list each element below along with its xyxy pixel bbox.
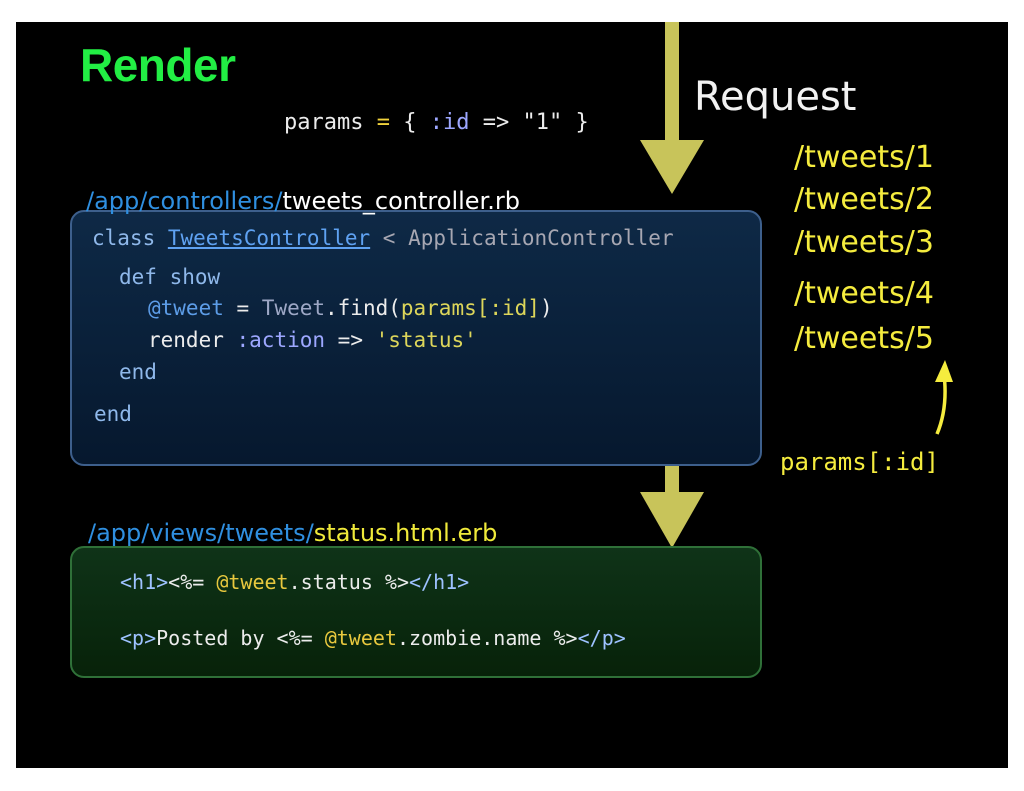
code-class-name: TweetsController <box>167 226 371 250</box>
up-arrow-icon <box>935 373 947 435</box>
code-line-end-class: end <box>94 402 132 426</box>
slide-title: Render <box>80 39 236 91</box>
slide: Render params = { :id => "1" } Request /… <box>16 22 1008 768</box>
controller-file-name: tweets_controller.rb <box>282 187 520 215</box>
erb-close: %> <box>384 570 410 594</box>
request-arrows <box>640 22 953 548</box>
code-call: .zombie.name <box>396 626 554 650</box>
erb-open: <%= <box>276 626 325 650</box>
route-item: /tweets/3 <box>794 225 934 260</box>
code-render: render <box>148 328 237 352</box>
code-ivar: @tweet <box>216 570 289 594</box>
code-operator: = <box>223 296 262 320</box>
route-item: /tweets/1 <box>794 140 934 175</box>
up-arrow-head <box>935 360 953 382</box>
route-item: /tweets/2 <box>794 182 934 217</box>
code-ivar: @tweet <box>324 626 397 650</box>
code-line-render: render :action => 'status' <box>148 328 477 352</box>
code-line-end-def: end <box>119 360 157 384</box>
code-method-name: show <box>169 265 221 289</box>
code-call: .status <box>288 570 385 594</box>
code-operator: => <box>325 328 376 352</box>
html-tag: </h1> <box>409 570 470 594</box>
html-tag: </p> <box>577 626 626 650</box>
code-line-find: @tweet = Tweet.find(params[:id]) <box>148 296 553 320</box>
code-superclass: < ApplicationController <box>370 226 674 250</box>
view-path: /app/views/tweets/status.html.erb <box>88 519 497 547</box>
code-line-class: class TweetsController < ApplicationCont… <box>92 226 674 250</box>
code-constant: Tweet <box>261 296 326 320</box>
route-item: /tweets/5 <box>794 321 934 356</box>
params-hash-line: params = { :id => "1" } <box>284 110 589 135</box>
view-path-prefix: /app/views/tweets/ <box>88 519 314 547</box>
code-paren: ) <box>539 296 553 320</box>
params-open: { <box>389 110 430 135</box>
controller-path: /app/controllers/tweets_controller.rb <box>86 187 520 215</box>
params-key: :id <box>429 110 470 135</box>
code-keyword: class <box>92 226 168 250</box>
static-text: Posted by <box>156 626 277 650</box>
html-tag: <h1> <box>120 570 169 594</box>
view-line-p: <p>Posted by <%= @tweet.zombie.name %></… <box>120 626 626 650</box>
code-line-def: def show <box>119 265 220 289</box>
erb-open: <%= <box>168 570 217 594</box>
erb-close: %> <box>553 626 578 650</box>
controller-code-box <box>70 210 762 466</box>
controller-path-prefix: /app/controllers/ <box>86 187 283 215</box>
code-call: .find( <box>325 296 401 320</box>
view-code-box <box>70 546 762 678</box>
params-value: "1" <box>522 110 563 135</box>
code-string: 'status' <box>375 328 477 352</box>
down-arrow-icon <box>640 140 704 194</box>
params-eq: = <box>376 110 390 135</box>
request-label: Request <box>694 74 857 120</box>
code-ivar: @tweet <box>148 296 224 320</box>
view-file-name: status.html.erb <box>313 519 498 547</box>
route-item: /tweets/4 <box>794 276 934 311</box>
code-symbol: :action <box>236 328 326 352</box>
params-close: } <box>562 110 589 135</box>
code-argument: params[:id] <box>400 296 540 320</box>
code-keyword: def <box>119 265 170 289</box>
view-line-h1: <h1><%= @tweet.status %></h1> <box>120 570 469 594</box>
down-arrow-icon <box>640 492 704 548</box>
request-arrow-shaft <box>665 22 679 140</box>
html-tag: <p> <box>120 626 157 650</box>
params-prefix: params <box>284 110 377 135</box>
params-id-label: params[:id] <box>780 448 939 476</box>
params-arrow: => <box>469 110 523 135</box>
